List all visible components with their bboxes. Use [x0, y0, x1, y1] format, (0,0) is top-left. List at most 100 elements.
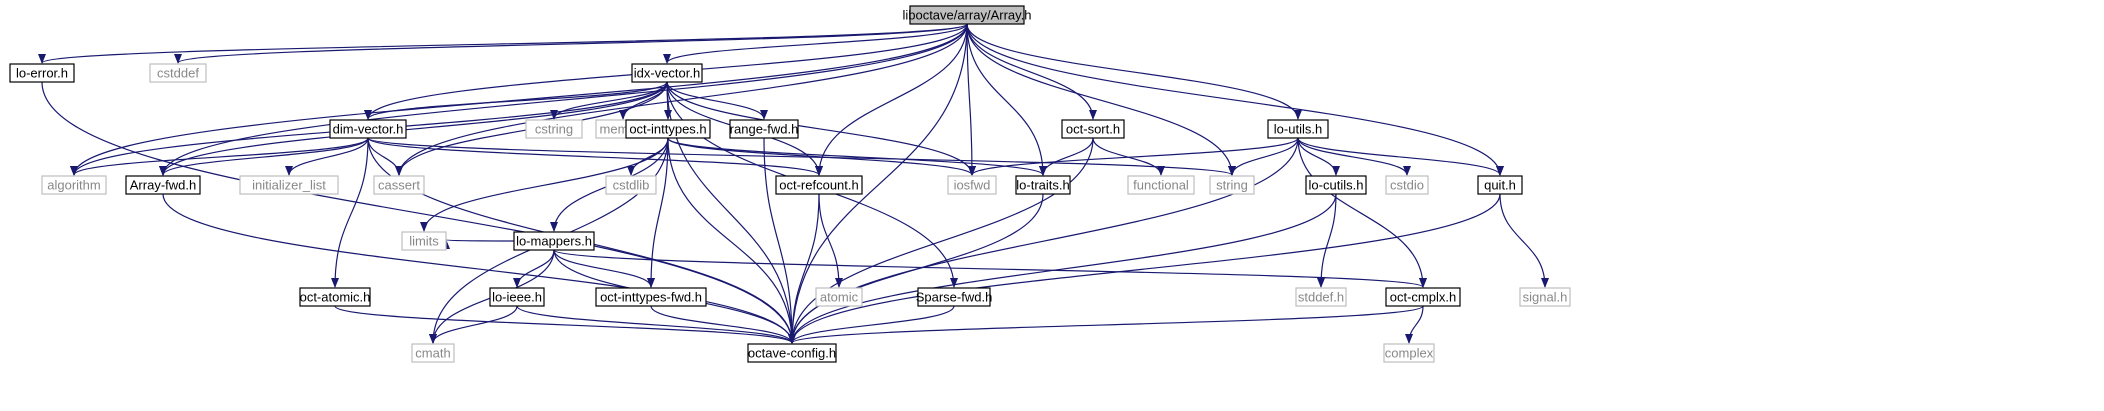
node-iosfwd: iosfwd [947, 175, 997, 195]
node-lo-ieee[interactable]: lo-ieee.h [489, 287, 545, 307]
node-label: lo-error.h [16, 65, 68, 80]
edge-lo_traits-to-octave_config [788, 193, 1044, 344]
edge-oct_cmplx-to-octave_config [788, 305, 1424, 344]
edge-oct_inttypes-to-octave_config [667, 137, 796, 344]
edge-lo_utils-to-oct_cmplx [1297, 137, 1427, 288]
node-cstddef: cstddef [149, 63, 207, 83]
node-atomic: atomic [815, 287, 863, 307]
edge-oct_sort-to-octave_config [788, 137, 1094, 344]
node-box [299, 287, 371, 307]
node-label: complex [1385, 345, 1434, 360]
node-sparse-fwd[interactable]: Sparse-fwd.h [916, 287, 993, 307]
node-array-h[interactable]: liboctave/array/Array.h [902, 5, 1032, 25]
node-lo-utils[interactable]: lo-utils.h [1267, 119, 1329, 139]
edge-lo_error-to-octave_config [41, 81, 796, 344]
edge-oct_refcount-to-octave_config [788, 193, 820, 344]
node-label: algorithm [47, 177, 100, 192]
node-oct-refcount[interactable]: oct-refcount.h [775, 175, 863, 195]
node-box [401, 231, 447, 251]
node-cmath: cmath [411, 343, 455, 363]
node-range-fwd[interactable]: range-fwd.h [729, 119, 799, 139]
edge-lo_mappers-to-lo_ieee [513, 249, 555, 288]
node-octave-config[interactable]: octave-config.h [747, 343, 837, 363]
edge-oct_inttypes-to-cstdlib [627, 137, 669, 176]
node-quit-h[interactable]: quit.h [1477, 175, 1523, 195]
node-label: Array-fwd.h [130, 177, 196, 192]
node-label: string [1216, 177, 1248, 192]
node-label: range-fwd.h [730, 121, 799, 136]
node-box [947, 175, 997, 195]
node-oct-sort[interactable]: oct-sort.h [1061, 119, 1125, 139]
edge-array_h-to-cassert [395, 23, 968, 176]
node-lo-error[interactable]: lo-error.h [9, 63, 75, 83]
node-idx-vector[interactable]: idx-vector.h [631, 63, 703, 83]
edge-array_h-to-oct_refcount [815, 23, 968, 176]
edge-range_fwd-to-octave_config [763, 137, 796, 344]
edge-oct_sort-to-lo_traits [1039, 137, 1094, 176]
edge-array_h-to-array_fwd [159, 23, 968, 176]
node-lo-traits[interactable]: lo-traits.h [1015, 175, 1071, 195]
node-algorithm: algorithm [41, 175, 107, 195]
edge-idx_vector-to-dim_vector [364, 81, 668, 120]
node-label: lo-cutils.h [1309, 177, 1364, 192]
node-box [631, 63, 703, 83]
node-box [1209, 175, 1255, 195]
edge-lo_ieee-to-cmath [429, 305, 518, 344]
node-label: lo-utils.h [1274, 121, 1322, 136]
edge-sparse_fwd-to-octave_config [788, 305, 955, 344]
edge-oct_cmplx-to-complex [1405, 305, 1424, 344]
edge-lo_cutils-to-octave_config [788, 193, 1337, 344]
node-box [1385, 287, 1461, 307]
node-oct-cmplx[interactable]: oct-cmplx.h [1385, 287, 1461, 307]
node-box [373, 175, 425, 195]
node-box [1305, 175, 1367, 195]
node-box [1127, 175, 1195, 195]
node-box [149, 63, 207, 83]
edge-array_fwd-to-octave_config [162, 193, 796, 344]
edge-array_h-to-lo_error [38, 23, 968, 64]
edge-array_h-to-quit_h [966, 23, 1504, 176]
edge-lo_utils-to-cstdio [1297, 137, 1411, 176]
edge-quit_h-to-signal_h [1499, 193, 1549, 288]
node-cstring: cstring [525, 119, 583, 139]
node-label: oct-inttypes.h [629, 121, 706, 136]
node-oct-inttypes[interactable]: oct-inttypes.h [625, 119, 711, 139]
node-box [1061, 119, 1125, 139]
node-lo-cutils[interactable]: lo-cutils.h [1305, 175, 1367, 195]
edge-quit_h-to-octave_config [788, 193, 1501, 344]
node-box [9, 63, 75, 83]
node-box [513, 231, 595, 251]
node-string: string [1209, 175, 1255, 195]
edge-idx_vector-to-cstring [550, 81, 668, 120]
node-stddef-h: stddef.h [1295, 287, 1347, 307]
node-oct-inttypes-fwd[interactable]: oct-inttypes-fwd.h [595, 287, 707, 307]
node-cassert: cassert [373, 175, 425, 195]
node-dim-vector[interactable]: dim-vector.h [329, 119, 407, 139]
node-label: liboctave/array/Array.h [902, 7, 1031, 22]
edge-lo_mappers-to-oct_inttypes_fwd [553, 249, 655, 288]
edge-array_h-to-iosfwd [966, 23, 976, 176]
node-box [595, 287, 707, 307]
edge-array_h-to-lo_traits [966, 23, 1047, 176]
edge-array_h-to-string [966, 23, 1236, 176]
node-label: dim-vector.h [333, 121, 404, 136]
node-label: limits [409, 233, 439, 248]
node-label: cassert [378, 177, 420, 192]
edge-oct_atomic-to-octave_config [334, 305, 796, 344]
node-box [729, 119, 799, 139]
node-array-fwd[interactable]: Array-fwd.h [125, 175, 201, 195]
node-label: cstdio [1390, 177, 1424, 192]
node-label: initializer_list [252, 177, 326, 192]
edge-array_h-to-oct_sort [966, 23, 1097, 120]
edge-idx_vector-to-array_fwd [159, 81, 668, 176]
node-box [41, 175, 107, 195]
node-label: cstdlib [613, 177, 650, 192]
node-limits: limits [401, 231, 447, 251]
edge-oct_inttypes-to-lo_traits [667, 137, 1047, 176]
node-oct-atomic[interactable]: oct-atomic.h [299, 287, 371, 307]
edge-dim_vector-to-oct_atomic [331, 137, 369, 288]
node-lo-mappers[interactable]: lo-mappers.h [513, 231, 595, 251]
edge-dim_vector-to-string [367, 137, 1236, 176]
